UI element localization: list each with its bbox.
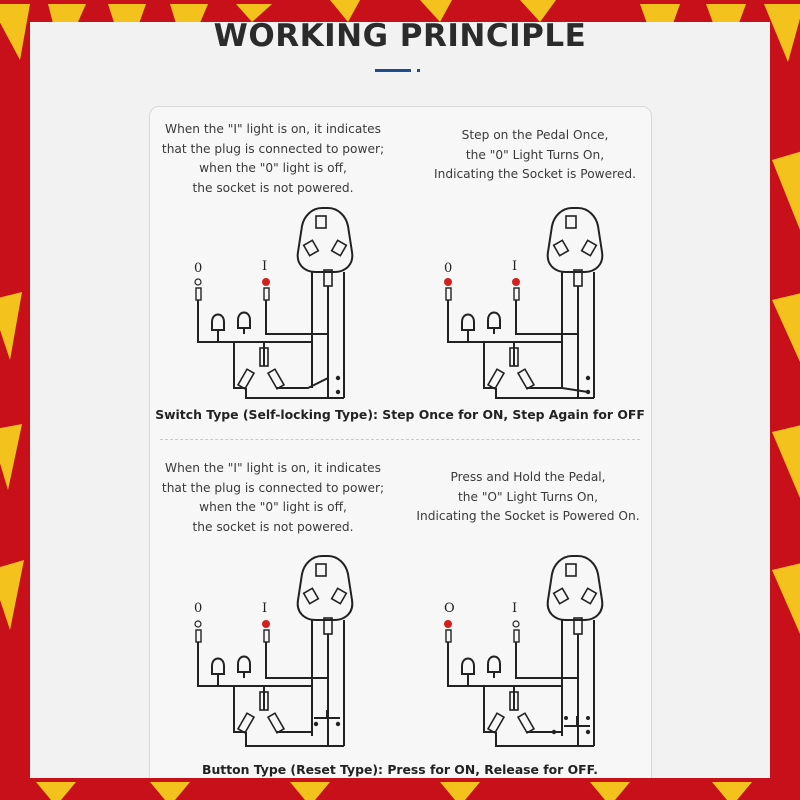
switch-diagram-off: 0 I: [194, 207, 354, 399]
content-page: WORKING PRINCIPLE When the "I" light is …: [30, 22, 770, 778]
button-diagram-released: 0 I: [194, 555, 354, 747]
switch-right-description: Step on the Pedal Once, the "0" Light Tu…: [434, 128, 636, 181]
switch-diagram-on: 0 I: [444, 207, 604, 399]
switch-caption: Switch Type (Self-locking Type): Step On…: [155, 407, 645, 422]
switch-left-description: When the "I" light is on, it indicates t…: [161, 122, 385, 195]
light-zero-label: 0: [194, 601, 202, 616]
title-underline-dot: [417, 69, 420, 72]
light-one-label: I: [262, 601, 267, 616]
title-underline: [375, 69, 411, 72]
plug-icon: [296, 207, 354, 273]
zero-indicator-icon: [194, 278, 202, 286]
light-o-label: O: [444, 601, 455, 616]
button-left-description: When the "I" light is on, it indicates t…: [161, 461, 385, 534]
light-zero-label: 0: [444, 261, 452, 276]
zero-indicator-icon: [444, 278, 452, 286]
light-zero-label: 0: [194, 261, 202, 276]
one-indicator-icon: [262, 278, 270, 286]
plug-icon: [296, 555, 354, 621]
button-diagram-pressed: O I: [444, 555, 604, 747]
button-caption: Button Type (Reset Type): Press for ON, …: [202, 762, 598, 777]
section-divider: [160, 439, 640, 440]
plug-icon: [546, 207, 604, 273]
page-title: WORKING PRINCIPLE: [213, 22, 587, 54]
one-indicator-icon: [262, 620, 270, 628]
plug-icon: [546, 555, 604, 621]
light-one-label: I: [262, 259, 267, 274]
light-one-label: I: [512, 601, 517, 616]
button-right-description: Press and Hold the Pedal, the "O" Light …: [416, 470, 640, 523]
light-one-label: I: [512, 259, 517, 274]
zero-indicator-icon: [194, 620, 202, 628]
one-indicator-icon: [512, 620, 520, 628]
zero-indicator-icon: [444, 620, 452, 628]
principle-card: [149, 106, 652, 778]
one-indicator-icon: [512, 278, 520, 286]
